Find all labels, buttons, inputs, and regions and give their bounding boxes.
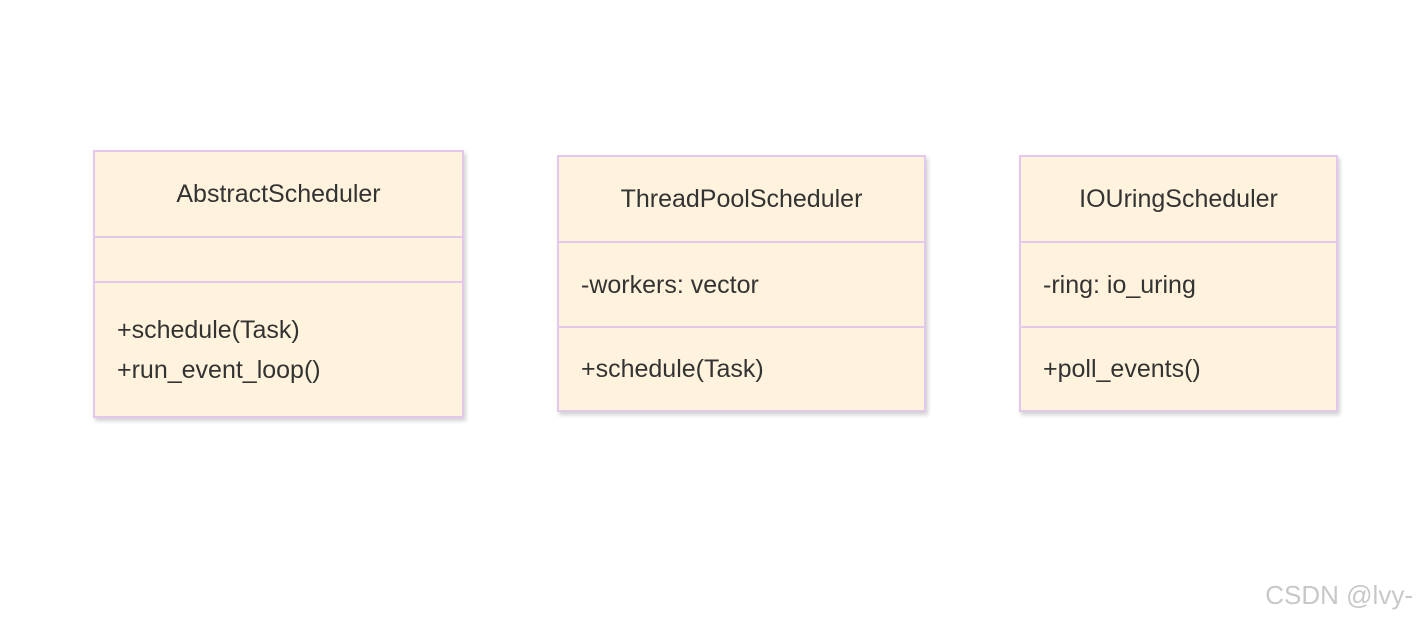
attribute-item: -workers: vector [581, 270, 759, 299]
class-box-threadpool-scheduler[interactable]: ThreadPoolScheduler -workers: vector +sc… [557, 155, 926, 412]
class-name: AbstractScheduler [95, 152, 462, 238]
method-item: +schedule(Task) [581, 355, 764, 383]
class-methods-section: +poll_events() [1021, 328, 1336, 410]
class-box-iouring-scheduler[interactable]: IOUringScheduler -ring: io_uring +poll_e… [1019, 155, 1338, 412]
watermark: CSDN @lvy- [1265, 580, 1413, 610]
attribute-item: -ring: io_uring [1043, 270, 1196, 299]
class-attributes-section: -ring: io_uring [1021, 243, 1336, 328]
class-box-abstract-scheduler[interactable]: AbstractScheduler +schedule(Task) +run_e… [93, 150, 464, 418]
class-methods-section: +schedule(Task) +run_event_loop() [95, 283, 462, 416]
method-item: +run_event_loop() [117, 355, 321, 384]
method-item: +schedule(Task) [117, 315, 300, 344]
class-attributes-section: -workers: vector [559, 243, 924, 328]
class-methods-section: +schedule(Task) [559, 328, 924, 410]
class-name: IOUringScheduler [1021, 157, 1336, 243]
method-item: +poll_events() [1043, 355, 1201, 383]
class-attributes-section [95, 238, 462, 283]
class-name: ThreadPoolScheduler [559, 157, 924, 243]
